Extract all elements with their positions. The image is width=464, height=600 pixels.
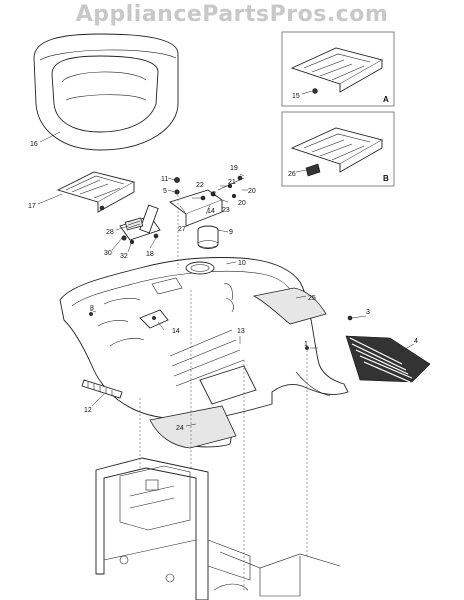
callout: 4 bbox=[414, 338, 418, 345]
callout: 20 bbox=[238, 200, 246, 207]
frame bbox=[95, 457, 341, 600]
callout: 24 bbox=[176, 425, 184, 432]
callout: 27 bbox=[178, 226, 186, 233]
callout: 15 bbox=[292, 93, 300, 100]
callout: 26 bbox=[288, 171, 296, 178]
callout: 25 bbox=[308, 295, 316, 302]
callout: 14 bbox=[172, 328, 180, 335]
fuel-tank-bracket bbox=[169, 175, 245, 227]
floor-pan bbox=[149, 405, 237, 449]
inset-label: A bbox=[383, 95, 389, 104]
callout: 20 bbox=[248, 188, 256, 195]
callout-labels: 1 2 3 4 5 8 9 10 11 12 13 14 14 15 16 17… bbox=[28, 93, 418, 432]
callout: 8 bbox=[90, 305, 94, 312]
callout: 13 bbox=[237, 328, 245, 335]
seat-adjuster bbox=[119, 204, 161, 245]
shift-plate bbox=[139, 309, 169, 329]
callout: 16 bbox=[30, 141, 38, 148]
callout: 9 bbox=[229, 229, 233, 236]
watermark: AppliancePartsPros.com bbox=[75, 2, 389, 27]
callout: 14 bbox=[207, 208, 215, 215]
inset-a: A bbox=[281, 31, 395, 107]
callout: 10 bbox=[238, 260, 246, 267]
leader-lines bbox=[37, 90, 415, 427]
seat-pan bbox=[56, 171, 136, 213]
callout: 3 bbox=[366, 309, 370, 316]
callout: 17 bbox=[28, 203, 36, 210]
inset-b: B bbox=[281, 111, 395, 187]
callout: 19 bbox=[230, 165, 238, 172]
callout: 23 bbox=[222, 207, 230, 214]
callout: 28 bbox=[106, 229, 114, 236]
callout: 12 bbox=[84, 407, 92, 414]
fuel-cap bbox=[197, 225, 219, 249]
callout: 21 bbox=[228, 179, 236, 186]
callout: 2 bbox=[212, 191, 216, 198]
foot-mat bbox=[345, 335, 431, 383]
callout: 11 bbox=[161, 176, 168, 183]
callout: 22 bbox=[196, 182, 204, 189]
callout: 18 bbox=[146, 251, 154, 258]
inset-label: B bbox=[383, 174, 389, 183]
screw bbox=[347, 315, 353, 321]
callout: 1 bbox=[304, 341, 308, 348]
trim-strip bbox=[81, 379, 123, 399]
battery-cover bbox=[252, 287, 327, 325]
callout: 5 bbox=[163, 188, 167, 195]
screw bbox=[305, 346, 309, 350]
screw bbox=[89, 312, 93, 316]
seat bbox=[33, 33, 179, 151]
callout: 30 bbox=[104, 250, 112, 257]
callout: 32 bbox=[120, 253, 128, 260]
